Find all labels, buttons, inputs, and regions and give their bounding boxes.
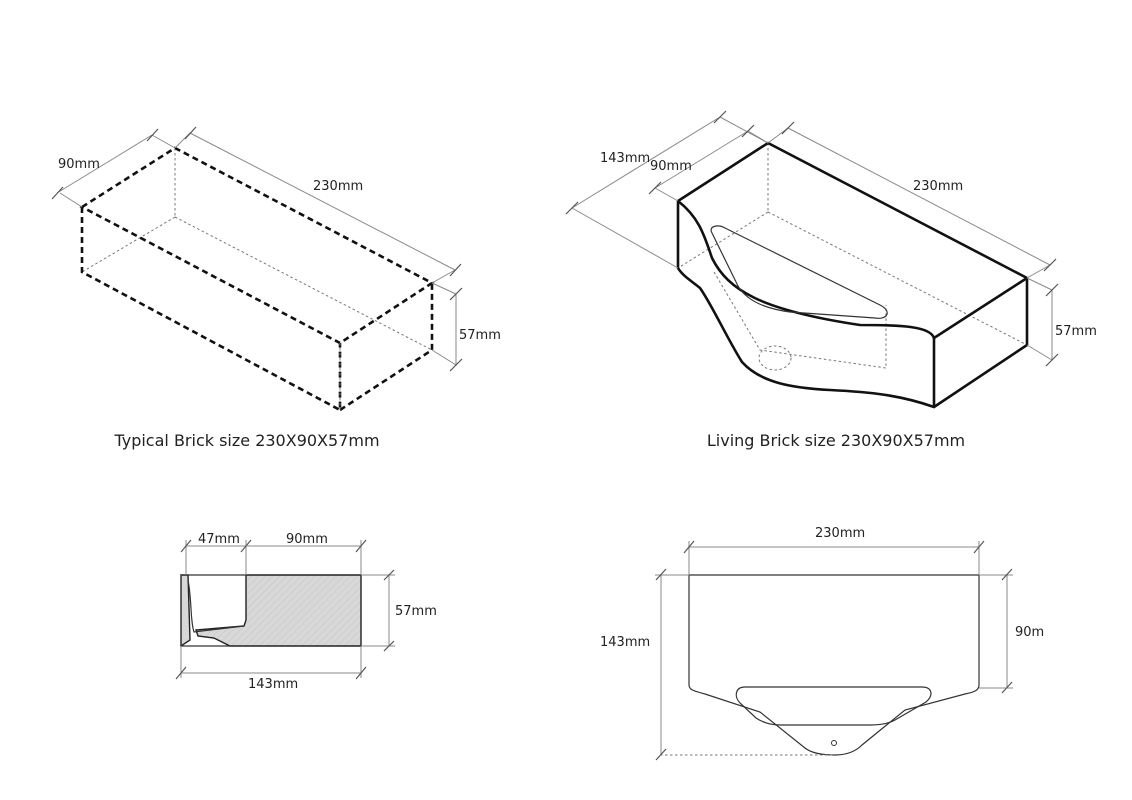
section-body-label: 90mm (286, 532, 328, 547)
section-dim-body: 90mm (246, 532, 367, 575)
plan-length-label: 230mm (815, 526, 865, 541)
section-total-label: 143mm (248, 677, 298, 692)
living-brick-isometric (676, 141, 1029, 409)
typical-brick-isometric (79, 146, 435, 413)
plan-dim-length: 230mm (683, 526, 985, 575)
living-brick-dim-length: 230mm (767, 121, 1057, 279)
living-length-label: 230mm (913, 179, 963, 194)
living-brick-dim-width: 90mm (648, 124, 769, 202)
typical-height-label: 57mm (459, 328, 501, 343)
living-height-label: 57mm (1055, 324, 1097, 339)
typical-brick-dim-height: 57mm (431, 282, 501, 372)
plan-depth-total-label: 143mm (600, 635, 650, 650)
typical-brick-caption: Typical Brick size 230X90X57mm (113, 431, 379, 450)
plan-view (660, 574, 980, 756)
section-dim-ledge: 47mm (180, 532, 252, 575)
section-dim-total: 143mm (175, 646, 367, 692)
living-brick-dim-height: 57mm (1026, 277, 1097, 367)
typical-brick-dim-width: 90mm (51, 128, 176, 208)
plan-body-label: 90m (1015, 625, 1044, 640)
section-ledge-label: 47mm (198, 532, 240, 547)
typical-length-label: 230mm (313, 179, 363, 194)
typical-width-label: 90mm (58, 157, 100, 172)
section-height-label: 57mm (395, 604, 437, 619)
plan-dim-depth-total: 143mm (600, 568, 689, 761)
section-dim-height: 57mm (361, 569, 437, 652)
living-brick-dim-depth-total: 143mm (565, 110, 769, 269)
typical-brick-dim-length: 230mm (174, 126, 462, 284)
living-width-label: 90mm (650, 159, 692, 174)
living-depth-total-label: 143mm (600, 151, 650, 166)
living-brick-caption: Living Brick size 230X90X57mm (707, 431, 965, 450)
section-view (180, 574, 362, 648)
plan-dim-body: 90m (979, 568, 1044, 694)
